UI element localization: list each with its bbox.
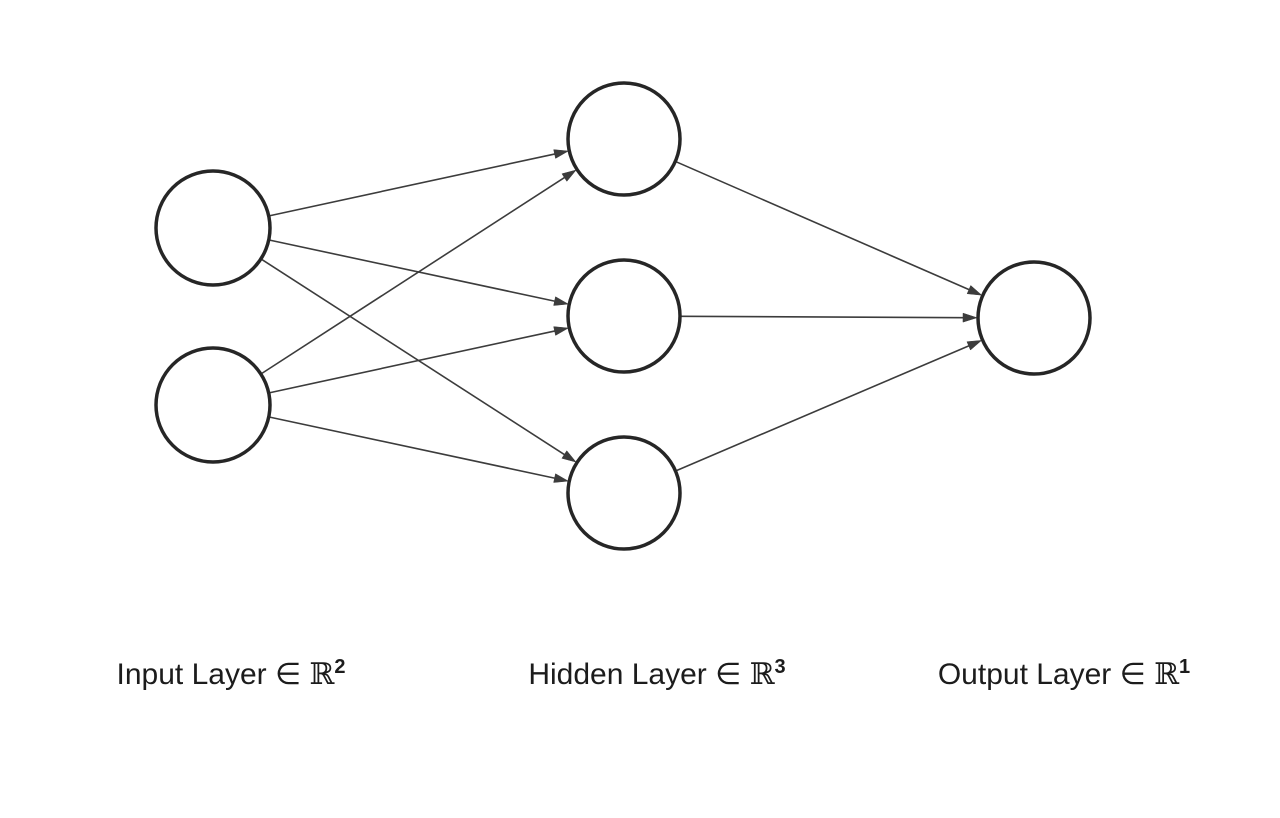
connection-line [269, 239, 557, 303]
connections-group [261, 149, 983, 483]
node-input-1[interactable] [154, 169, 272, 287]
dimension-exponent: 1 [1179, 656, 1190, 678]
arrowhead [966, 285, 983, 296]
connection-line [261, 175, 567, 375]
connection-h3-to-o1 [676, 340, 983, 472]
connection-line [261, 258, 567, 457]
arrowhead [553, 296, 570, 306]
dimension-exponent: 3 [775, 656, 786, 678]
arrowhead [553, 149, 570, 159]
layer-label-text: Hidden Layer ∈ [528, 658, 749, 691]
connection-line [675, 161, 971, 291]
node-output-1[interactable] [976, 260, 1092, 376]
connection-i2-to-h2 [269, 326, 570, 394]
arrowhead [966, 340, 983, 351]
layer-label-text: Input Layer ∈ [117, 658, 310, 691]
real-numbers-symbol: ℝ [1154, 657, 1180, 692]
connection-i1-to-h2 [269, 239, 570, 306]
arrowhead [962, 312, 978, 323]
arrowhead [561, 169, 577, 182]
node-hidden-2[interactable] [566, 258, 682, 374]
connection-line [676, 344, 971, 472]
connection-i2-to-h3 [269, 416, 570, 483]
connection-h1-to-o1 [675, 161, 983, 296]
connection-line [269, 329, 557, 394]
nodes-group [154, 81, 1092, 551]
node-input-2[interactable] [154, 346, 272, 464]
node-hidden-3[interactable] [566, 435, 682, 551]
layer-label-hidden: Hidden Layer ∈ ℝ3 [528, 656, 785, 692]
arrowhead [553, 473, 570, 483]
node-hidden-1[interactable] [566, 81, 682, 197]
dimension-exponent: 2 [334, 656, 345, 678]
connection-i2-to-h1 [261, 169, 577, 375]
connection-line [680, 315, 965, 319]
layer-label-output: Output Layer ∈ ℝ1 [938, 656, 1190, 692]
layer-label-input: Input Layer ∈ ℝ2 [117, 656, 346, 692]
connection-i1-to-h1 [269, 149, 570, 217]
layer-label-text: Output Layer ∈ [938, 658, 1154, 691]
connection-i1-to-h3 [261, 258, 577, 463]
real-numbers-symbol: ℝ [750, 657, 776, 692]
connection-h2-to-o1 [680, 312, 978, 323]
connection-line [269, 416, 557, 480]
arrowhead [561, 450, 577, 463]
arrowhead [553, 326, 570, 336]
connection-line [269, 152, 557, 217]
real-numbers-symbol: ℝ [309, 657, 335, 692]
